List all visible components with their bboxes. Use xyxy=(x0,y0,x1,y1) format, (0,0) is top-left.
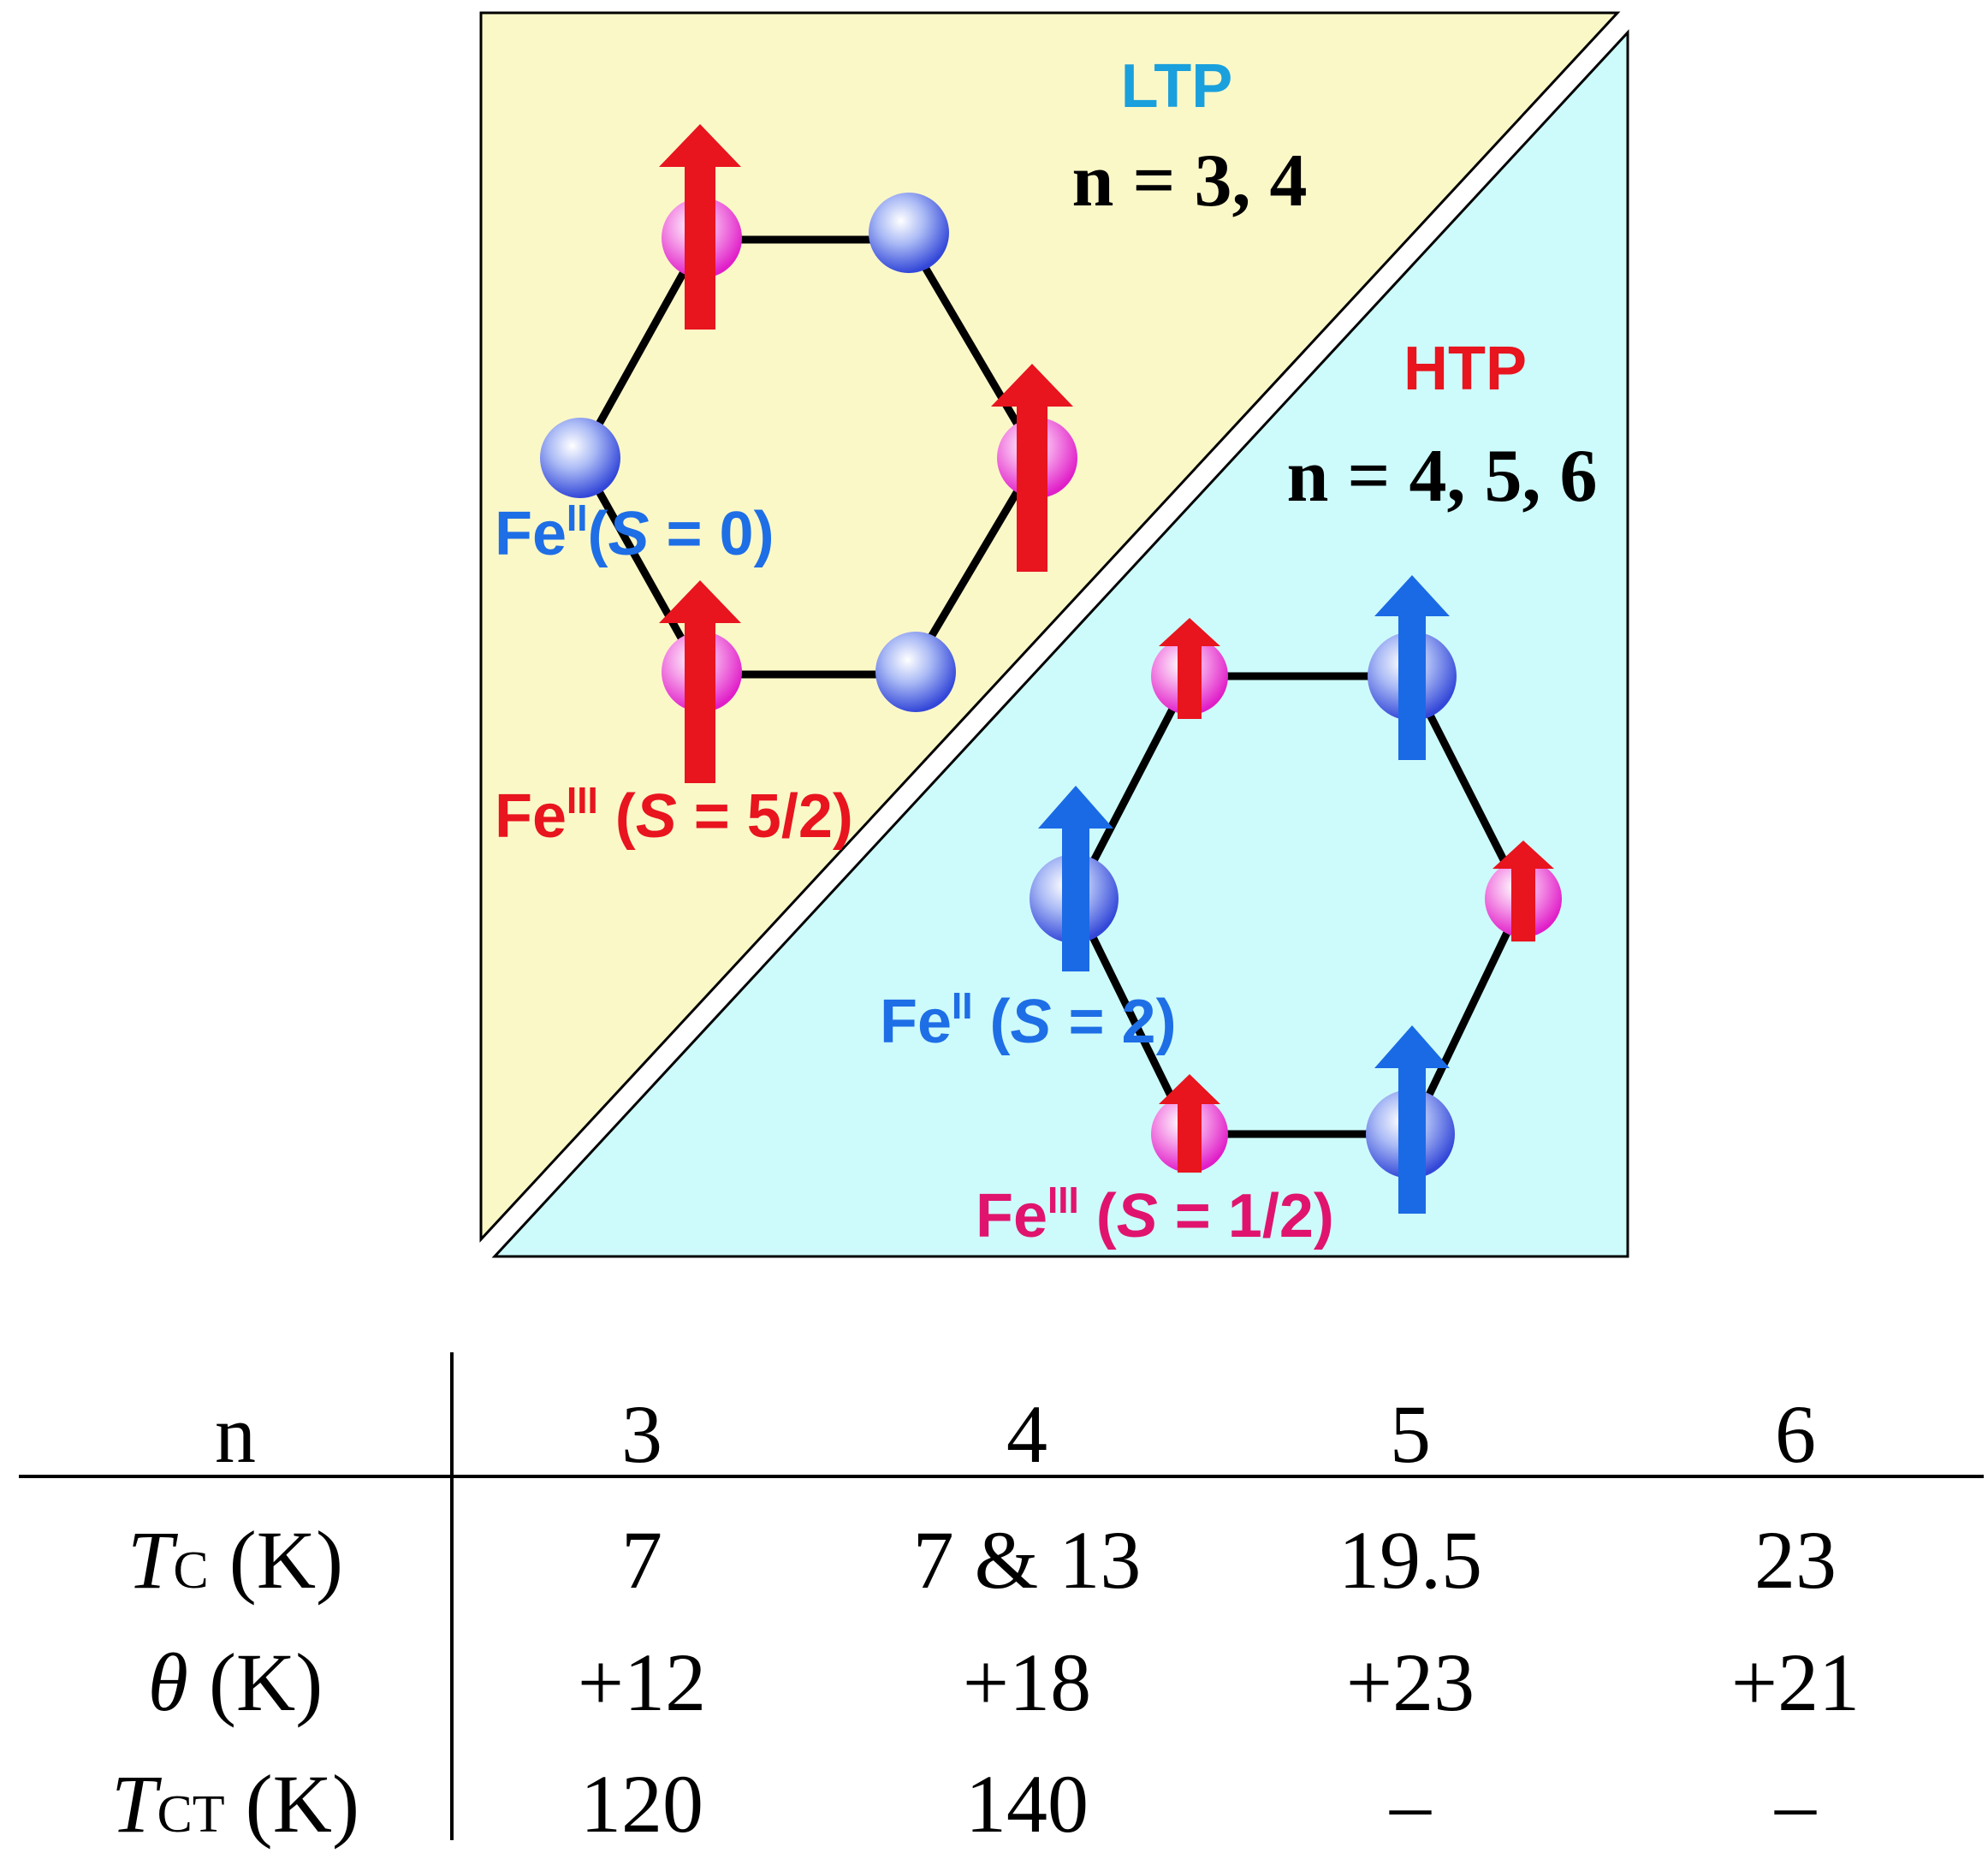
spin-up-arrow xyxy=(1159,1074,1220,1173)
spin-up-arrow xyxy=(991,364,1073,572)
table-cell: – xyxy=(1390,1758,1431,1850)
table-cell: 19.5 xyxy=(1338,1514,1482,1606)
header-col: 4 xyxy=(1006,1388,1047,1480)
row-label-theta: θ (K) xyxy=(147,1636,323,1728)
ltp-n-values: n = 3, 4 xyxy=(1071,140,1307,223)
phase-diagram: LTP n = 3, 4 FeII(S = 0) FeIII (S = 5/2)… xyxy=(479,11,1629,1258)
properties-table: n 3 4 5 6 TC (K) 7 7 & 13 19.5 23 θ (K) … xyxy=(0,1344,1988,1857)
fe2-site xyxy=(869,193,949,273)
fe2-site xyxy=(540,418,620,498)
ltp-region xyxy=(479,11,1621,1243)
table-cell: +12 xyxy=(577,1636,707,1728)
spin-up-arrow xyxy=(1159,618,1220,719)
table-cell: 120 xyxy=(580,1758,703,1850)
spin-up-arrow xyxy=(659,580,741,783)
table-cell: – xyxy=(1775,1758,1816,1850)
table-cell: 23 xyxy=(1754,1514,1837,1606)
htp-hexagon xyxy=(1030,575,1562,1214)
fe3-ltp-label: FeIII (S = 5/2) xyxy=(495,780,853,851)
row-label-tct: TCT (K) xyxy=(111,1758,359,1850)
table-rules xyxy=(19,1352,1984,1840)
fe2-htp-label: FeII (S = 2) xyxy=(880,985,1177,1056)
table-cell: 140 xyxy=(965,1758,1089,1850)
htp-n-values: n = 4, 5, 6 xyxy=(1286,435,1597,518)
fe3-htp-label: FeIII (S = 1/2) xyxy=(976,1179,1334,1250)
htp-label: HTP xyxy=(1403,335,1527,403)
ltp-label: LTP xyxy=(1121,52,1233,121)
ltp-hexagon xyxy=(540,124,1077,783)
header-col: 6 xyxy=(1775,1388,1816,1480)
table-cell: +23 xyxy=(1345,1636,1475,1728)
header-label: n xyxy=(215,1388,256,1480)
row-label-tc: TC (K) xyxy=(127,1514,343,1606)
fe2-site xyxy=(875,632,956,712)
spin-up-arrow xyxy=(659,124,741,330)
htp-region xyxy=(491,29,1629,1258)
table-cell: +21 xyxy=(1730,1636,1860,1728)
spin-up-arrow xyxy=(1038,786,1113,971)
spin-up-arrow xyxy=(1492,840,1554,941)
spin-up-arrow xyxy=(1374,575,1450,760)
header-col: 3 xyxy=(621,1388,662,1480)
spin-up-arrow xyxy=(1374,1025,1450,1214)
table-cell: 7 xyxy=(621,1514,662,1606)
table-cell: 7 & 13 xyxy=(912,1514,1142,1606)
table-cell: +18 xyxy=(962,1636,1092,1728)
fe2-ltp-label: FeII(S = 0) xyxy=(495,497,774,568)
header-col: 5 xyxy=(1390,1388,1431,1480)
